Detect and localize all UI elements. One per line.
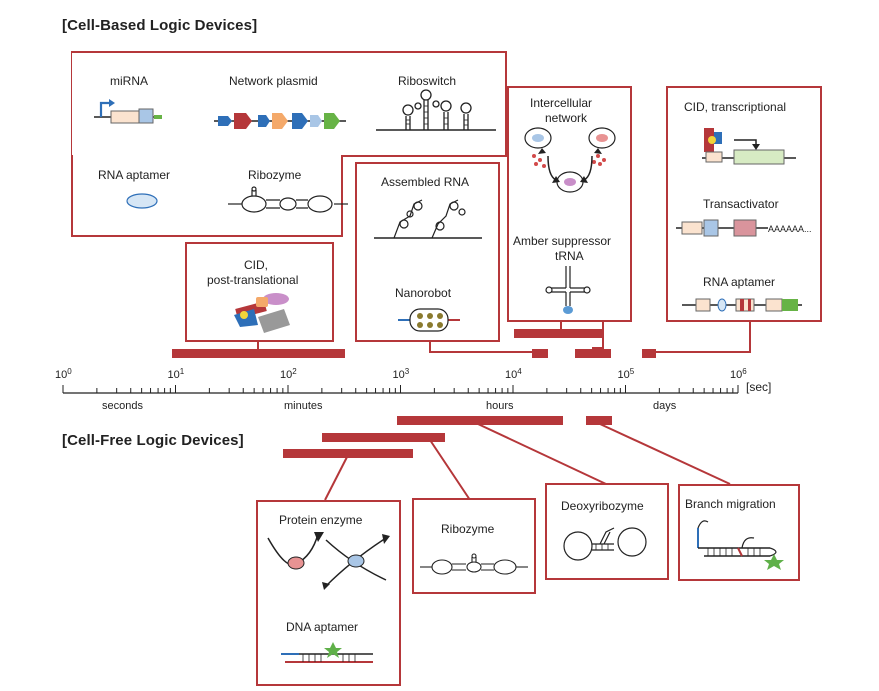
- amber-label-2: tRNA: [555, 249, 584, 263]
- axis-unit: [sec]: [746, 380, 772, 394]
- riboswitch-label: Riboswitch: [398, 74, 457, 88]
- rna-aptamer-icon: [126, 193, 158, 209]
- bar-cell-based-4: [575, 349, 611, 358]
- bar-cell-based-3: [514, 329, 603, 338]
- ribozyme-label: Ribozyme: [248, 168, 302, 182]
- polya-label: AAAAAA...: [768, 224, 812, 234]
- nanorobot-icon: [398, 308, 460, 332]
- ribozyme-free-label: Ribozyme: [441, 522, 495, 536]
- network-plasmid-icon: [214, 113, 346, 129]
- cid-transcriptional-icon: [702, 128, 796, 165]
- transactivator-icon: [676, 219, 768, 237]
- mirna-label: miRNA: [110, 74, 148, 88]
- branch-migration-icon: [697, 520, 784, 570]
- cid-post-label-1: CID,: [244, 258, 268, 272]
- axis-ticks: [62, 385, 739, 393]
- dna-aptamer-icon: [281, 642, 373, 663]
- axis-label-1e2: 102: [280, 367, 297, 381]
- cid-post-label-2: post-translational: [207, 273, 299, 287]
- network-plasmid-label: Network plasmid: [229, 74, 318, 88]
- protein-enzyme-icon: [267, 532, 390, 590]
- box-ribozyme-free: [412, 498, 536, 594]
- nanorobot-label: Nanorobot: [395, 286, 452, 300]
- time-label-seconds: seconds: [102, 400, 143, 412]
- intercellular-network-icon: [524, 127, 616, 193]
- rna-aptamer-trans-label: RNA aptamer: [703, 275, 776, 289]
- protein-enzyme-label: Protein enzyme: [279, 513, 363, 527]
- bar-cell-free-1: [397, 416, 563, 425]
- transactivator-label: Transactivator: [703, 197, 779, 211]
- trna-icon: [545, 266, 591, 314]
- intercellular-label-2: network: [545, 111, 588, 125]
- cell-based-heading: [Cell-Based Logic Devices]: [62, 17, 258, 34]
- cid-trans-label: CID, transcriptional: [684, 100, 787, 114]
- branch-migration-label: Branch migration: [685, 497, 776, 511]
- intercellular-label-1: Intercellular: [530, 96, 593, 110]
- ribozyme-free-icon: [420, 553, 528, 575]
- time-label-hours: hours: [486, 400, 514, 412]
- cell-free-heading: [Cell-Free Logic Devices]: [62, 432, 244, 449]
- axis-label-1e5: 105: [617, 367, 635, 381]
- box-cid-transcriptional: [666, 86, 822, 322]
- ribozyme-icon: [228, 186, 348, 213]
- deoxyribozyme-label: Deoxyribozyme: [561, 499, 644, 513]
- amber-label-1: Amber suppressor: [513, 234, 612, 248]
- box-cid-post-translational: [185, 242, 334, 342]
- rna-aptamer-label: RNA aptamer: [98, 168, 171, 182]
- bar-cell-based-1: [172, 349, 345, 358]
- bar-cell-based-5: [642, 349, 656, 358]
- deoxyribozyme-icon: [563, 527, 647, 561]
- bar-cell-free-3: [322, 433, 445, 442]
- axis-label-1e4: 104: [505, 367, 522, 381]
- axis-label-1e1: 101: [167, 367, 185, 381]
- time-label-minutes: minutes: [284, 400, 323, 412]
- riboswitch-icon: [376, 89, 496, 131]
- axis-label-1e0: 100: [55, 367, 72, 381]
- dna-aptamer-label: DNA aptamer: [286, 620, 359, 634]
- bar-cell-free-2: [586, 416, 612, 425]
- rna-aptamer-trans-icon: [682, 298, 802, 312]
- time-label-days: days: [653, 400, 677, 412]
- axis-label-1e3: 103: [392, 367, 410, 381]
- bar-cell-based-2: [532, 349, 548, 358]
- cid-protein-icon: [234, 293, 290, 333]
- assembled-rna-label: Assembled RNA: [381, 175, 470, 189]
- axis-label-1e6: 106: [730, 367, 747, 381]
- assembled-rna-icon: [374, 199, 482, 239]
- mirna-icon: [94, 99, 162, 124]
- bar-cell-free-4: [283, 449, 413, 458]
